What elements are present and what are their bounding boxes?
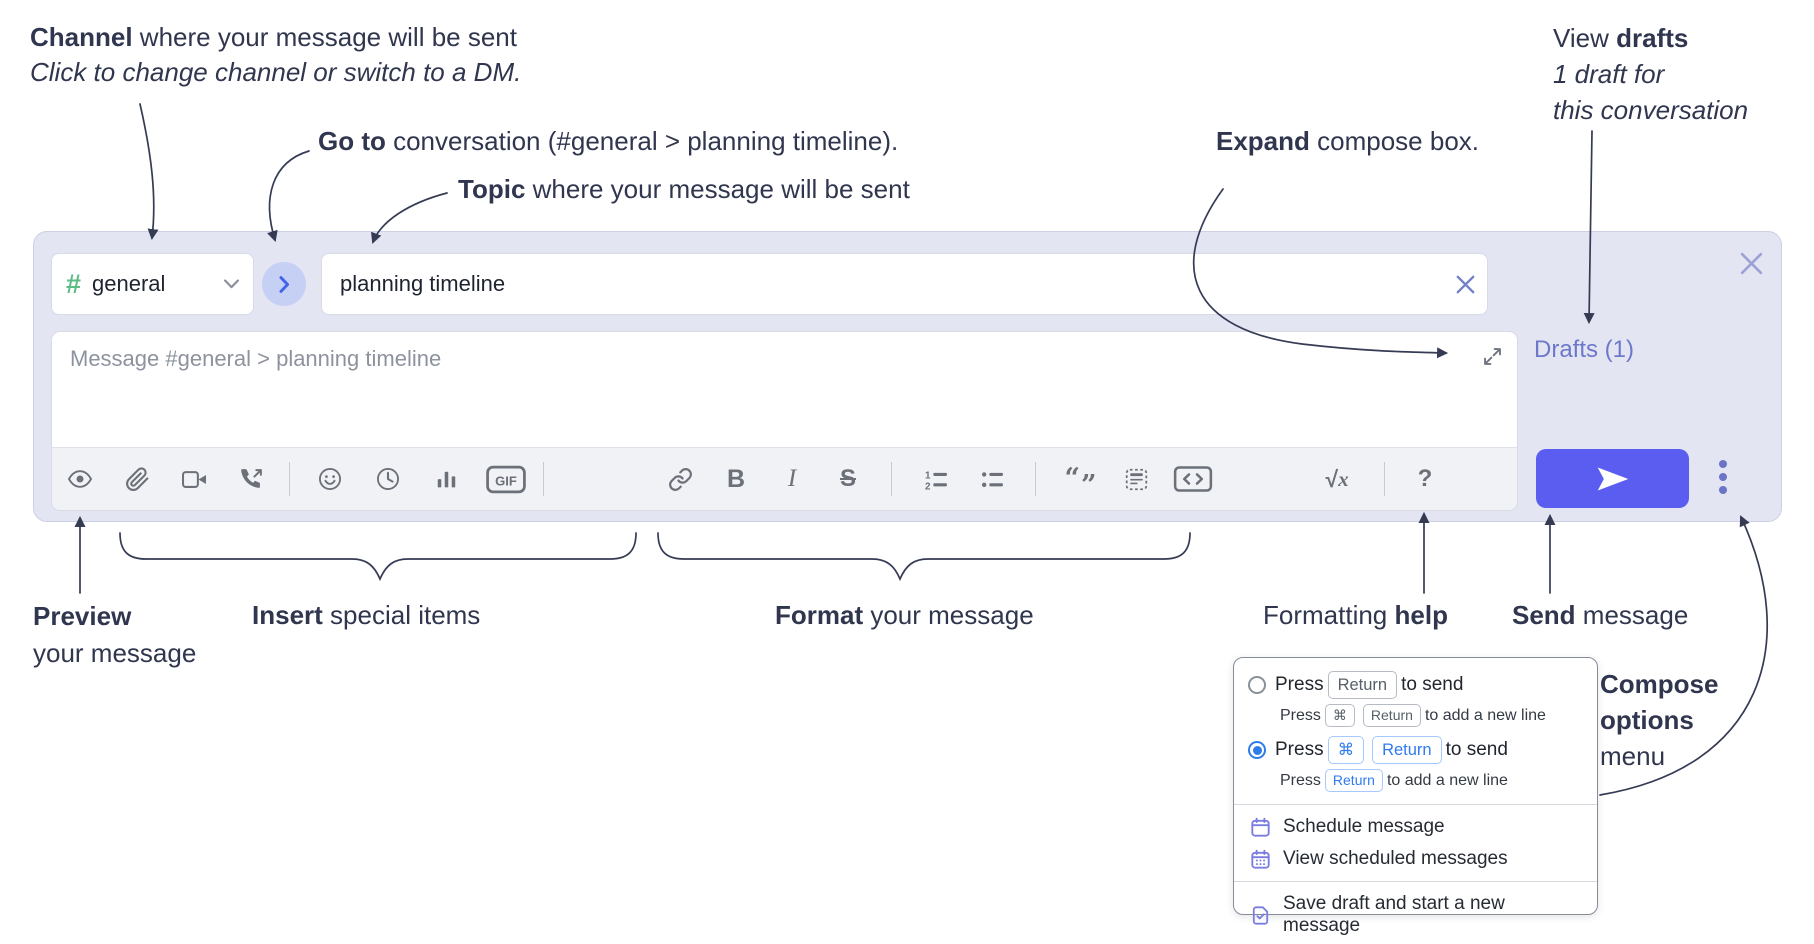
compose-options-annotation: Compose options menu: [1600, 669, 1719, 771]
math-icon[interactable]: √x: [1325, 465, 1349, 492]
topic-input[interactable]: [322, 271, 1443, 297]
return-keycap: Return: [1324, 769, 1383, 792]
channel-arrow: [139, 103, 159, 241]
global-time-clock-icon[interactable]: [368, 459, 408, 499]
calendar-icon: [1250, 817, 1271, 838]
close-compose-button[interactable]: [1734, 246, 1768, 280]
voice-call-icon[interactable]: [231, 459, 271, 499]
menu-item-view-scheduled[interactable]: View scheduled messages: [1234, 843, 1597, 875]
svg-text:1: 1: [925, 470, 931, 481]
toolbar-divider: [891, 462, 892, 496]
emoji-smiley-icon[interactable]: [310, 459, 350, 499]
menu-item-schedule-message[interactable]: Schedule message: [1234, 811, 1597, 843]
send-button[interactable]: [1536, 449, 1689, 508]
send-plane-icon: [1597, 467, 1628, 490]
menu-divider: [1234, 881, 1597, 882]
close-icon: [1740, 252, 1762, 274]
channel-selector[interactable]: # general: [51, 253, 254, 315]
insert-annotation: Insert special items: [252, 600, 481, 630]
radio-selected[interactable]: [1248, 741, 1266, 759]
expand-compose-button[interactable]: [1482, 346, 1503, 372]
return-keycap: Return: [1362, 704, 1421, 727]
calendar-grid-icon: [1250, 849, 1271, 870]
go-to-conversation-button[interactable]: [262, 262, 306, 306]
compose-box: # general Drafts (1): [33, 231, 1782, 522]
quote-icon[interactable]: “”: [1064, 463, 1097, 501]
format-annotation: Format your message: [775, 600, 1034, 630]
attach-paperclip-icon[interactable]: [117, 459, 157, 499]
cmd-keycap: ⌘: [1324, 704, 1355, 727]
toolbar-divider: [1035, 462, 1036, 496]
topic-annotation: Topic where your message will be sent: [458, 174, 910, 204]
send-annotation: Send message: [1512, 600, 1689, 630]
video-call-icon[interactable]: [174, 459, 214, 499]
ellipsis-dot: [1719, 473, 1727, 481]
bulleted-list-icon[interactable]: [972, 459, 1012, 499]
go-to-annotation: Go to conversation (#general > planning …: [318, 126, 899, 156]
spoiler-icon[interactable]: [1116, 459, 1156, 499]
ellipsis-dot: [1719, 486, 1727, 494]
toolbar-divider: [289, 462, 290, 496]
strikethrough-icon[interactable]: S: [839, 465, 856, 492]
toolbar-divider: [1384, 462, 1385, 496]
expand-diagonal-icon: [1484, 348, 1501, 365]
formatting-help-icon[interactable]: ?: [1417, 465, 1433, 492]
menu-item-save-draft[interactable]: Save draft and start a new message: [1234, 888, 1597, 942]
code-icon[interactable]: [1170, 459, 1216, 499]
insert-brace: [119, 532, 637, 582]
svg-text:2: 2: [925, 481, 931, 492]
return-keycap: Return: [1327, 671, 1398, 699]
topic-field: [321, 253, 1488, 315]
menu-divider: [1234, 804, 1597, 805]
italic-icon[interactable]: I: [787, 465, 797, 492]
chevron-right-icon: [279, 275, 289, 293]
return-keycap: Return: [1372, 736, 1442, 764]
format-brace: [657, 532, 1191, 582]
view-drafts-annotation: View drafts 1 draft for this conversatio…: [1553, 23, 1749, 125]
channel-hash-icon: #: [66, 268, 82, 299]
gif-icon[interactable]: GIF: [483, 459, 529, 499]
go-to-arrow: [267, 150, 310, 242]
expand-annotation: Expand compose box.: [1216, 126, 1480, 156]
preview-annotation: Preview your message: [33, 601, 197, 668]
compose-options-menu-button[interactable]: [1719, 460, 1727, 494]
close-icon: [1456, 275, 1474, 293]
channel-annotation: Channel where your message will be sent …: [30, 22, 522, 87]
svg-text:GIF: GIF: [495, 473, 517, 488]
link-icon[interactable]: [660, 459, 700, 499]
chevron-down-icon: [224, 279, 239, 289]
drafts-link[interactable]: Drafts (1): [1534, 336, 1635, 363]
poll-chart-icon[interactable]: [426, 459, 466, 499]
message-input[interactable]: [52, 332, 1517, 447]
formatting-help-annotation: Formatting help: [1263, 600, 1448, 630]
preview-eye-icon[interactable]: [60, 459, 100, 499]
save-draft-icon: [1250, 905, 1271, 926]
toolbar-divider: [543, 462, 544, 496]
ellipsis-dot: [1719, 460, 1727, 468]
cmd-keycap: ⌘: [1327, 736, 1365, 764]
bold-icon[interactable]: B: [726, 464, 746, 493]
message-area: GIF B I S 12 “”: [51, 331, 1518, 511]
clear-topic-button[interactable]: [1443, 262, 1487, 306]
channel-name: general: [92, 271, 166, 296]
radio-unselected[interactable]: [1248, 676, 1266, 694]
